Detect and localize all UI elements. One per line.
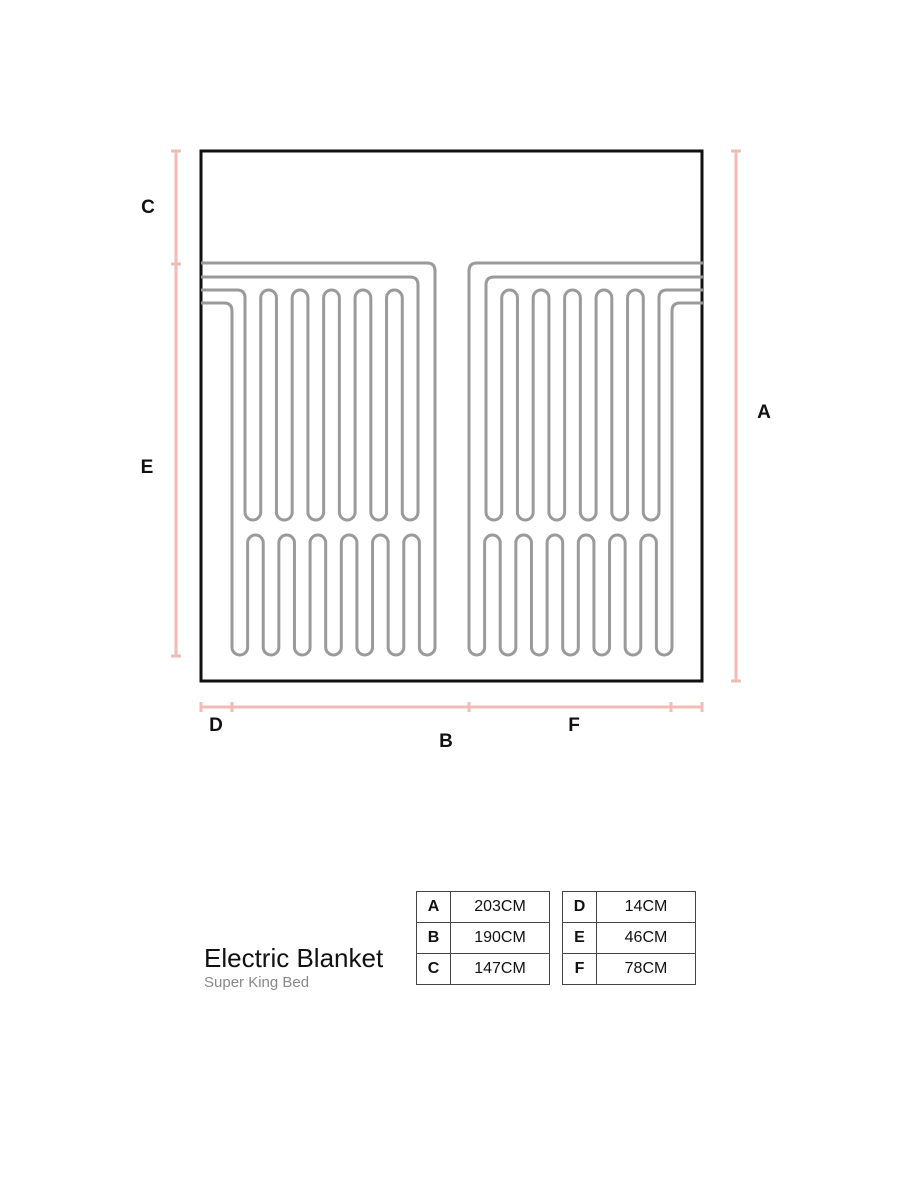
dimension-label-f: F [568, 715, 580, 736]
product-title: Electric Blanket [204, 943, 384, 973]
wire-upper-serpentine [201, 275, 420, 522]
dimension-key: D [562, 891, 597, 923]
wire-lower-serpentine [201, 261, 437, 657]
wire-upper-serpentine [484, 275, 703, 522]
dimension-key: A [416, 891, 451, 923]
dimension-key: B [416, 922, 451, 954]
dimension-value: 46CM [596, 922, 696, 954]
dimension-value: 147CM [450, 953, 550, 985]
product-subtitle: Super King Bed [204, 974, 310, 991]
dimension-value: 190CM [450, 922, 550, 954]
dimension-key: F [562, 953, 597, 985]
dimension-label-b: B [439, 731, 453, 752]
dimension-lines [171, 149, 741, 712]
dimension-label-c: C [141, 197, 155, 218]
dimension-label-d: D [209, 715, 223, 736]
heating-wire-left [201, 261, 437, 657]
heating-wire-right [467, 261, 703, 657]
dimension-value: 78CM [596, 953, 696, 985]
dimension-label-a: A [757, 402, 771, 423]
dimension-value: 14CM [596, 891, 696, 923]
dimension-label-e: E [140, 457, 154, 478]
dimension-value: 203CM [450, 891, 550, 923]
wire-lower-serpentine [467, 261, 703, 657]
dimension-key: E [562, 922, 597, 954]
dimension-key: C [416, 953, 451, 985]
blanket-outline [199, 149, 704, 683]
